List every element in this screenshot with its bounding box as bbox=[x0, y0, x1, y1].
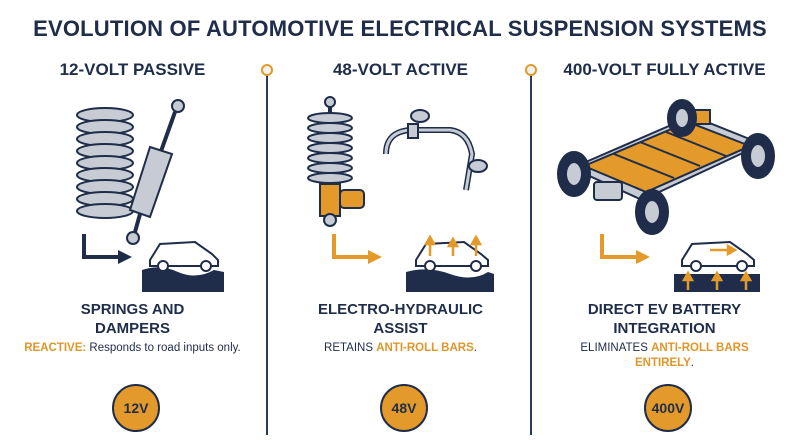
car-on-road-icon bbox=[406, 234, 494, 292]
voltage-badge: 48V bbox=[380, 384, 428, 432]
column-400v-fully-active: 400-VOLT FULLY ACTIVE bbox=[532, 56, 797, 441]
car-on-road-icon bbox=[142, 240, 224, 292]
flow-arrow-icon bbox=[82, 234, 118, 259]
voltage-badge: 12V bbox=[112, 384, 160, 432]
page-title: EVOLUTION OF AUTOMOTIVE ELECTRICAL SUSPE… bbox=[33, 16, 767, 41]
column-subheading: DIRECT EV BATTERY INTEGRATION bbox=[587, 301, 742, 337]
shock-absorber-icon bbox=[126, 99, 185, 245]
ev-platform-illustration bbox=[557, 99, 775, 292]
column-divider-1 bbox=[261, 64, 273, 435]
column-12v-passive: 12-VOLT PASSIVE bbox=[0, 56, 265, 441]
coil-spring-icon bbox=[76, 107, 134, 219]
divider-dot bbox=[525, 64, 537, 76]
column-heading: 12-VOLT PASSIVE bbox=[59, 60, 206, 79]
wheel-icon bbox=[557, 99, 775, 235]
flow-arrow-icon bbox=[600, 234, 636, 259]
column-subheading: ELECTRO-HYDRAULIC ASSIST bbox=[318, 301, 483, 337]
car-on-road-icon bbox=[674, 240, 760, 292]
column-description: RETAINS ANTI-ROLL BARS. bbox=[324, 342, 477, 354]
column-description: REACTIVE: Responds to road inputs only. bbox=[24, 342, 241, 354]
flow-arrow-icon bbox=[332, 234, 368, 259]
coilover-strut-icon bbox=[307, 96, 365, 227]
ev-chassis-icon bbox=[569, 109, 765, 202]
passive-suspension-illustration bbox=[76, 99, 224, 292]
active-suspension-illustration bbox=[307, 96, 494, 292]
divider-dot bbox=[261, 64, 273, 76]
column-heading: 48-VOLT ACTIVE bbox=[332, 60, 469, 79]
column-heading: 400-VOLT FULLY ACTIVE bbox=[563, 60, 766, 79]
column-divider-2 bbox=[525, 64, 537, 435]
column-48v-active: 48-VOLT ACTIVE bbox=[268, 56, 533, 441]
column-description: ELIMINATES ANTI-ROLL BARS ENTIRELY. bbox=[580, 342, 749, 369]
voltage-badge: 400V bbox=[644, 384, 692, 432]
column-subheading: SPRINGS AND DAMPERS bbox=[80, 301, 185, 337]
anti-roll-bar-icon bbox=[383, 109, 488, 191]
